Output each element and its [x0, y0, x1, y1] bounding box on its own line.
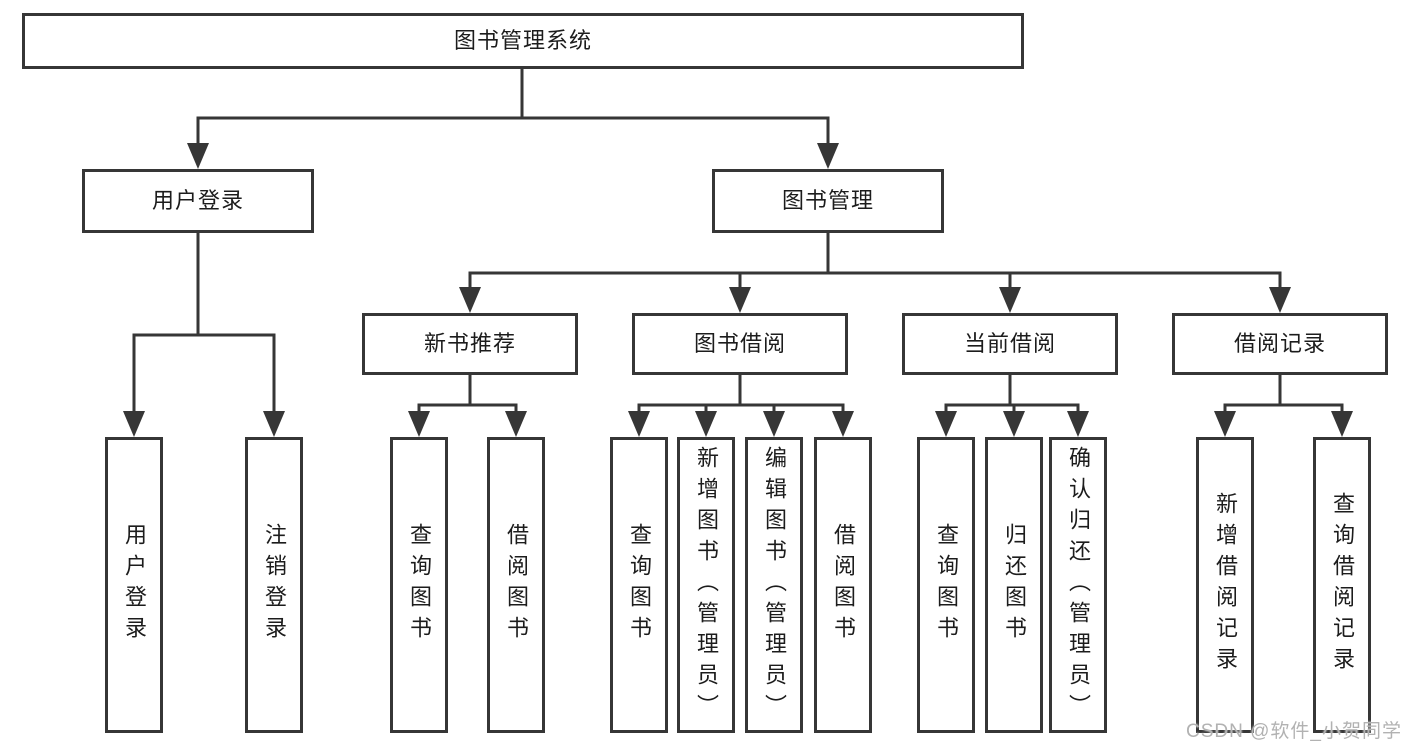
node-book-borrowing: 图书借阅: [632, 313, 848, 375]
leaf-borrow-books-borrowing: 借阅图书: [814, 437, 872, 733]
leaf-confirm-return-admin: 确认归还（管理员）: [1049, 437, 1107, 733]
node-book-management-label: 图书管理: [781, 188, 874, 213]
leaf-confirm-return-admin-label: 确认归还（管理员）: [1066, 445, 1091, 725]
leaf-query-books-recommend-label: 查询图书: [407, 523, 432, 647]
leaf-query-borrow-record: 查询借阅记录: [1313, 437, 1371, 733]
node-book-management: 图书管理: [712, 169, 944, 233]
leaf-return-books: 归还图书: [985, 437, 1043, 733]
leaf-borrow-books-borrowing-label: 借阅图书: [831, 523, 856, 647]
node-current-borrowing-label: 当前借阅: [963, 331, 1056, 356]
leaf-query-books-current: 查询图书: [917, 437, 975, 733]
leaf-user-login: 用户登录: [105, 437, 163, 733]
leaf-borrow-books-recommend-label: 借阅图书: [504, 523, 529, 647]
connector-book-borrowing-to-leaves: [628, 374, 854, 437]
connector-user-login-to-leaves: [123, 232, 285, 437]
node-borrowing-records-label: 借阅记录: [1233, 331, 1326, 356]
node-library-system: 图书管理系统: [22, 13, 1024, 69]
node-library-system-label: 图书管理系统: [453, 28, 592, 53]
leaf-query-books-current-label: 查询图书: [934, 523, 959, 647]
connector-new-book-recommend-to-leaves: [408, 374, 527, 437]
leaf-return-books-label: 归还图书: [1002, 523, 1027, 647]
leaf-add-borrow-record: 新增借阅记录: [1196, 437, 1254, 733]
leaf-logout: 注销登录: [245, 437, 303, 733]
node-borrowing-records: 借阅记录: [1172, 313, 1388, 375]
connector-book-management-to-modules: [459, 232, 1291, 313]
leaf-add-borrow-record-label: 新增借阅记录: [1213, 492, 1238, 678]
connector-borrowing-records-to-leaves: [1214, 374, 1353, 437]
leaf-add-book-admin-label: 新增图书（管理员）: [694, 445, 719, 725]
node-current-borrowing: 当前借阅: [902, 313, 1118, 375]
leaf-user-login-label: 用户登录: [122, 523, 147, 647]
node-new-book-recommend-label: 新书推荐: [423, 331, 516, 356]
leaf-edit-book-admin-label: 编辑图书（管理员）: [762, 445, 787, 725]
leaf-query-books-borrowing: 查询图书: [610, 437, 668, 733]
node-book-borrowing-label: 图书借阅: [693, 331, 786, 356]
leaf-edit-book-admin: 编辑图书（管理员）: [745, 437, 803, 733]
leaf-query-books-recommend: 查询图书: [390, 437, 448, 733]
node-user-login: 用户登录: [82, 169, 314, 233]
node-user-login-label: 用户登录: [151, 188, 244, 213]
node-new-book-recommend: 新书推荐: [362, 313, 578, 375]
leaf-logout-label: 注销登录: [262, 523, 287, 647]
connector-root-to-branches: [187, 68, 839, 169]
csdn-watermark: CSDN @软件_小贺同学: [1186, 721, 1402, 742]
leaf-borrow-books-recommend: 借阅图书: [487, 437, 545, 733]
leaf-query-borrow-record-label: 查询借阅记录: [1330, 492, 1355, 678]
leaf-add-book-admin: 新增图书（管理员）: [677, 437, 735, 733]
leaf-query-books-borrowing-label: 查询图书: [627, 523, 652, 647]
connector-current-borrowing-to-leaves: [935, 374, 1089, 437]
